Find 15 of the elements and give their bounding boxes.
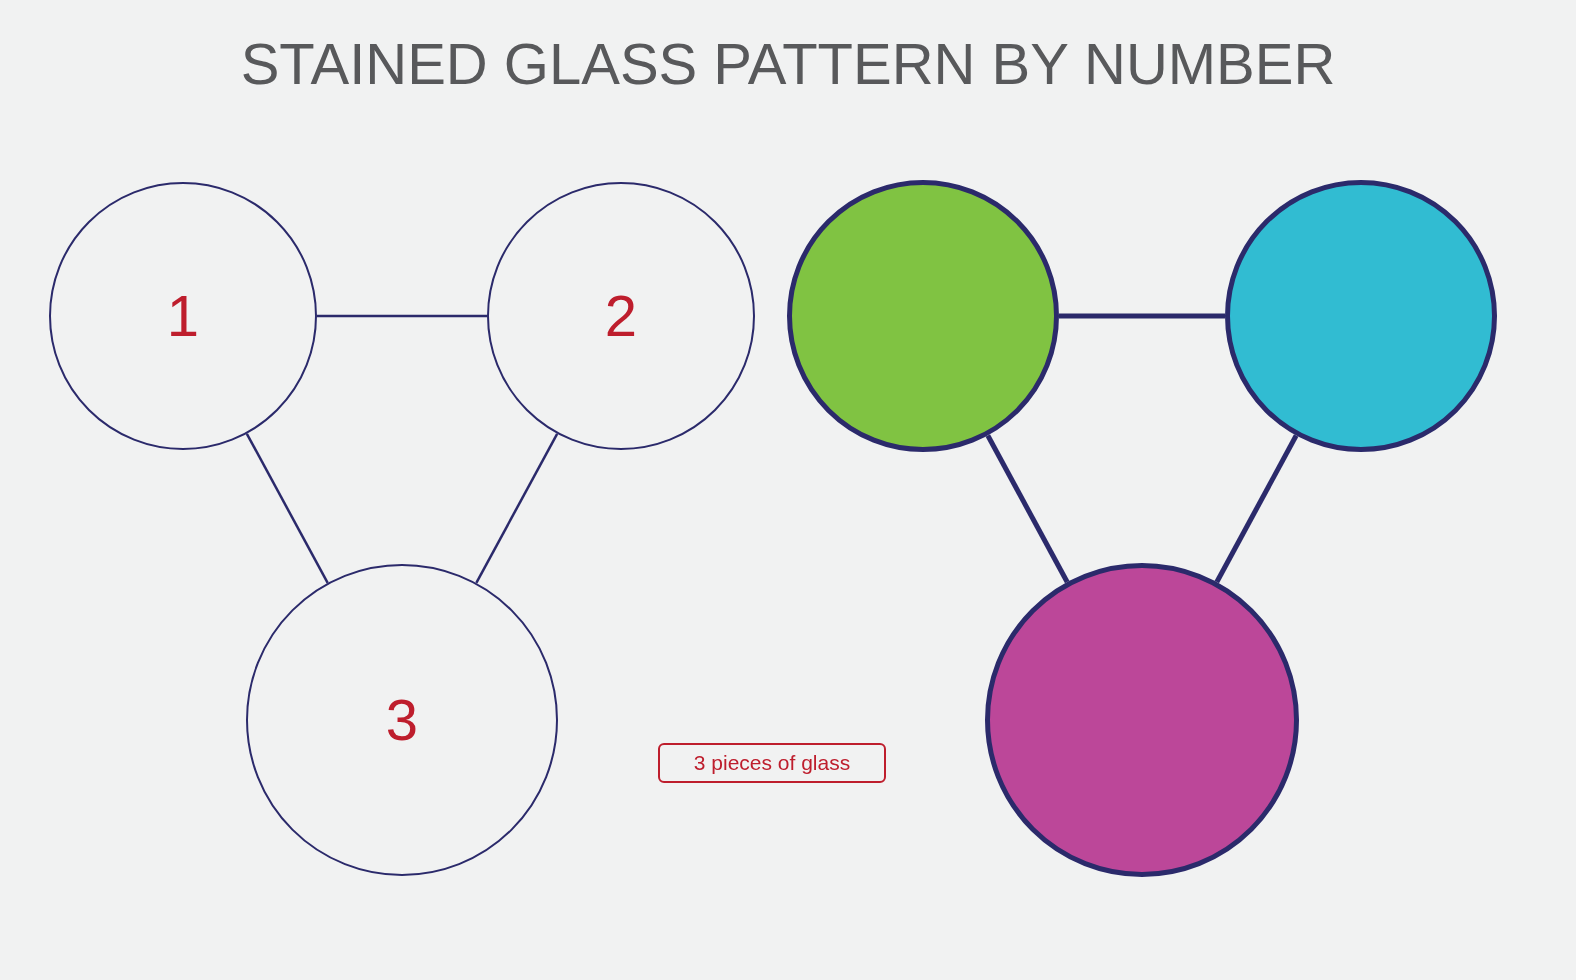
- connector-line: [475, 433, 559, 584]
- connector-line: [317, 314, 487, 318]
- connector-line: [245, 433, 329, 584]
- numbered-circle: [49, 182, 317, 450]
- connector-line: [985, 434, 1070, 584]
- connector-line: [1214, 434, 1299, 584]
- connector-line: [1059, 313, 1225, 319]
- piece-number: 1: [166, 287, 200, 345]
- label-tag: [658, 743, 886, 783]
- title: STAINED GLASS PATTERN BY NUMBER: [239, 30, 1337, 97]
- numbered-circle: [246, 564, 558, 876]
- piece-number: 3: [385, 691, 419, 749]
- piece-number: 2: [604, 287, 638, 345]
- tag-text: 3 pieces of glass: [693, 751, 851, 775]
- numbered-circle: [487, 182, 755, 450]
